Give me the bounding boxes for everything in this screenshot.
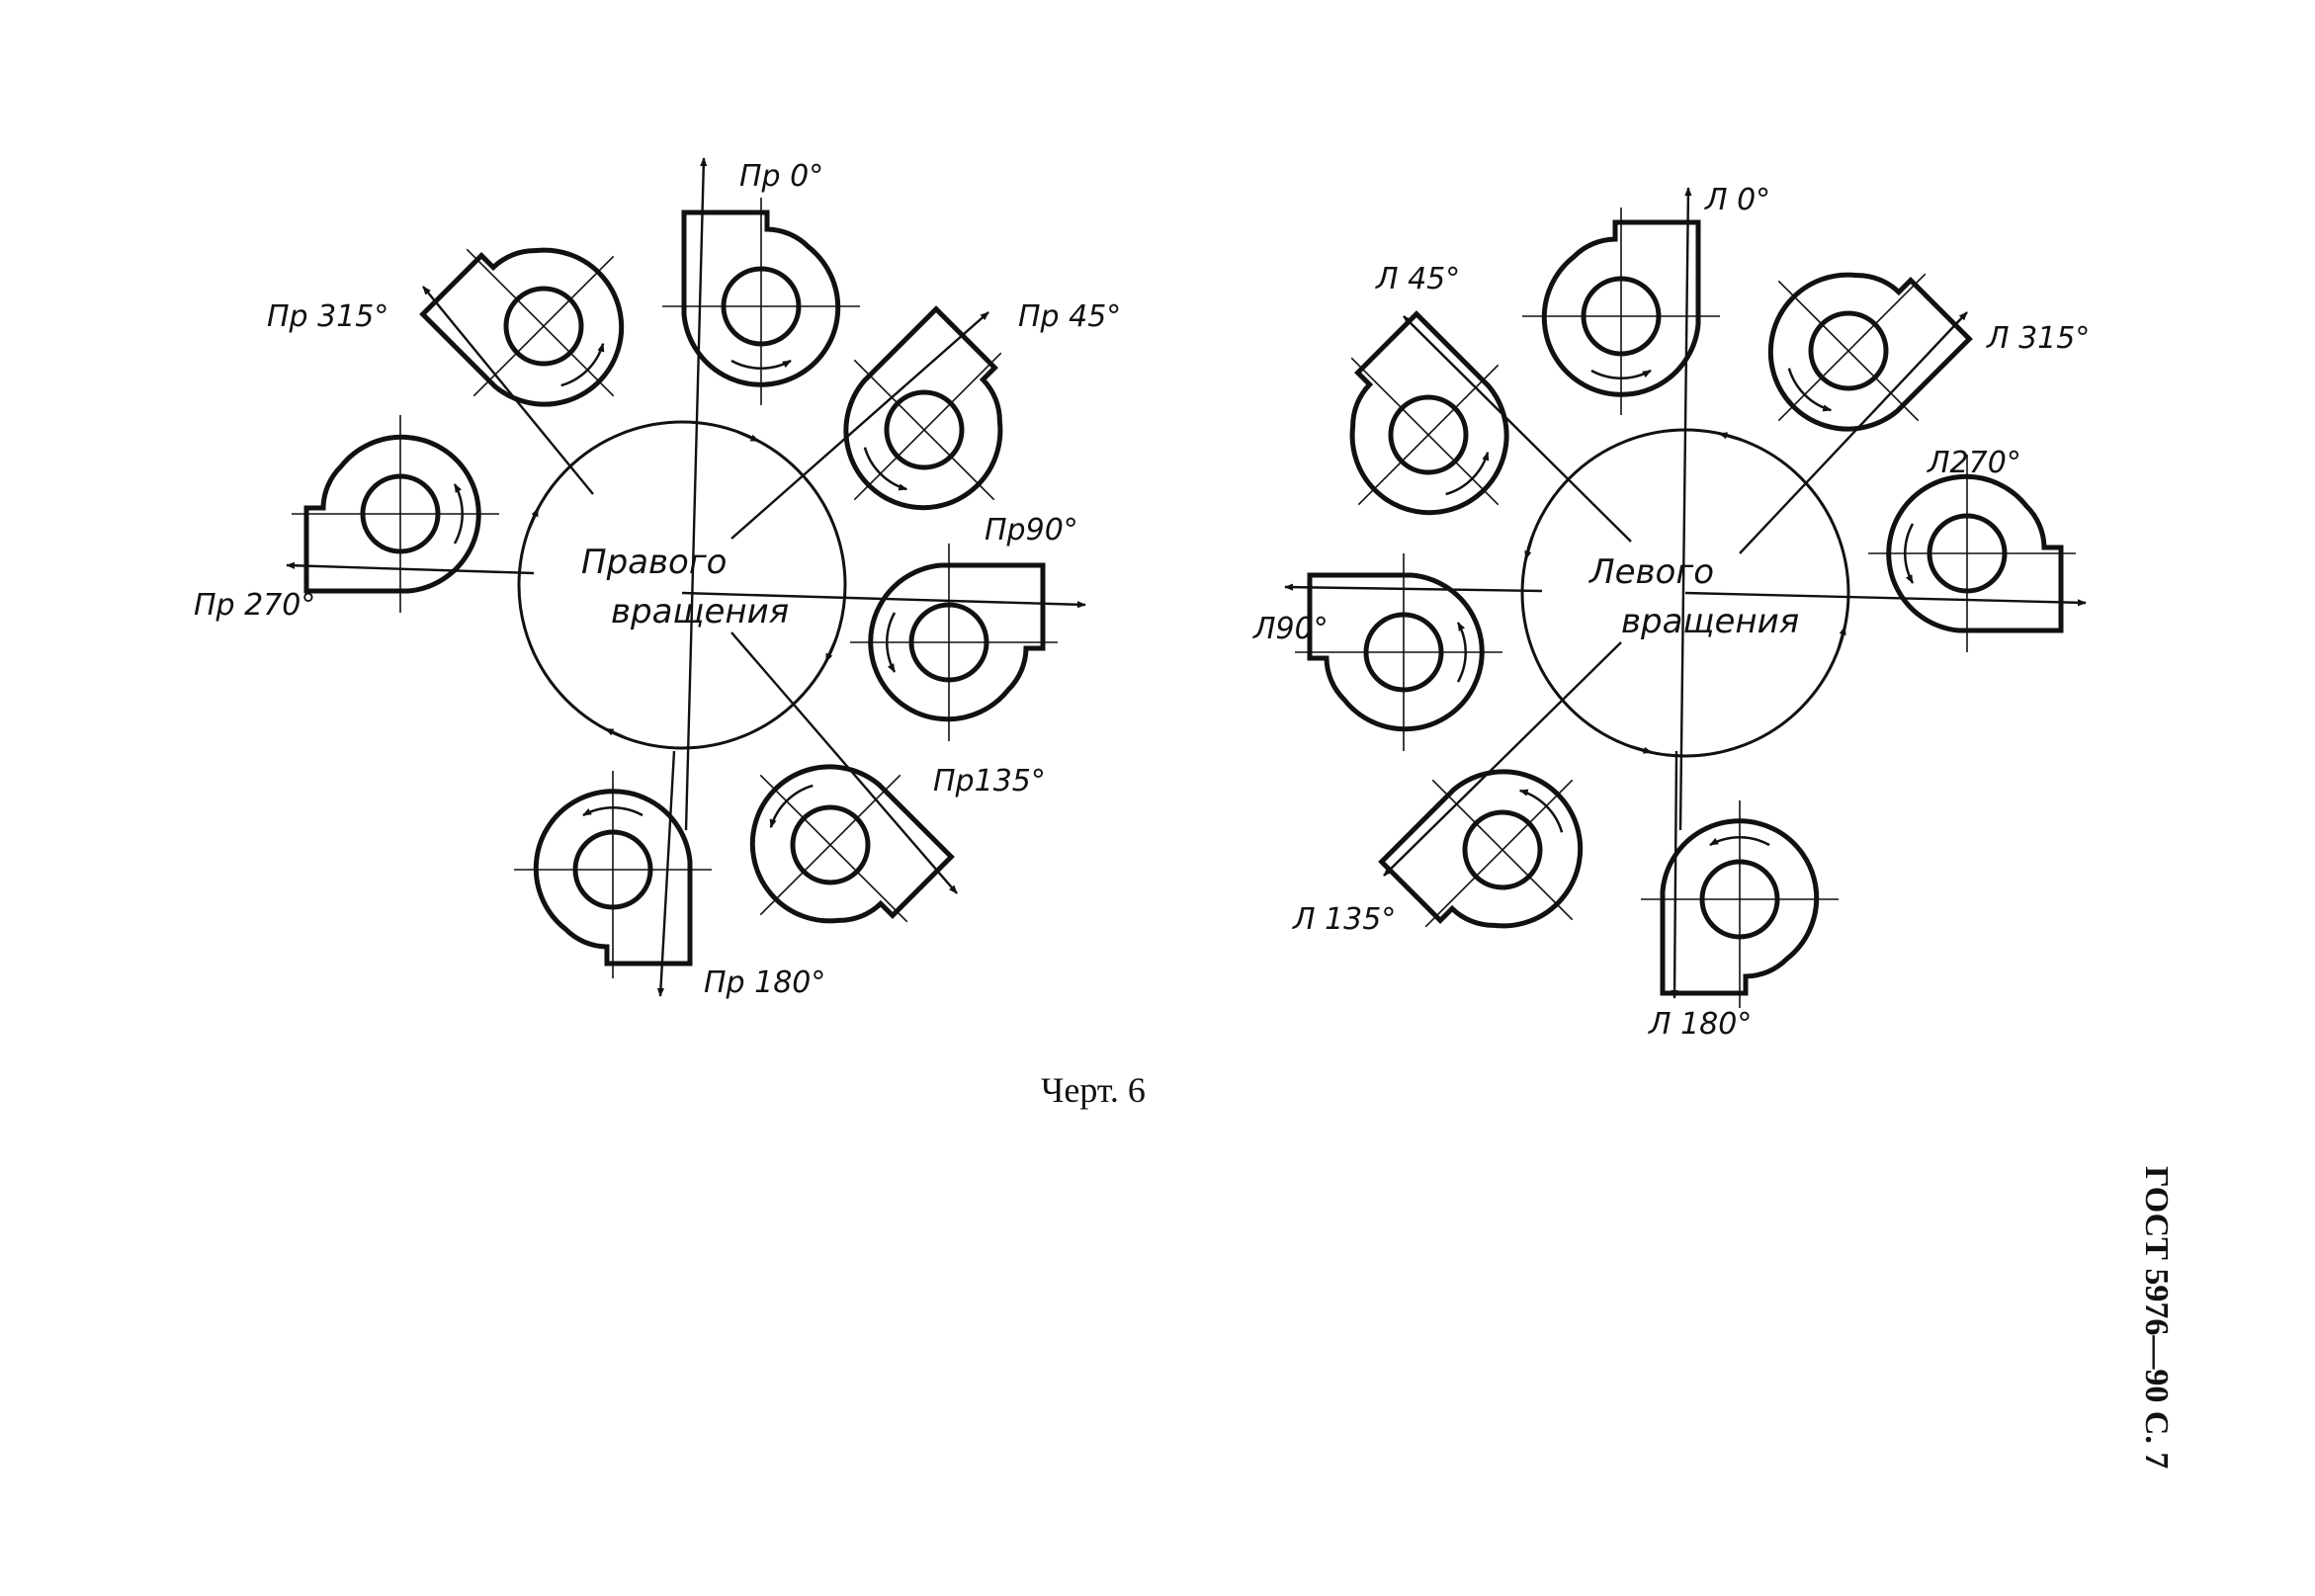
fan-left-180	[1641, 800, 1839, 1008]
ring-direction-arrow	[527, 507, 540, 531]
fan-left-135	[1378, 769, 1584, 929]
center-line-v	[1777, 273, 1927, 422]
fan-housing-outline	[749, 764, 955, 924]
rotation-arrow	[730, 359, 792, 370]
center-line-v	[1424, 779, 1574, 928]
axis-left-45	[1403, 315, 1632, 543]
left-center-label-2: вращения	[1621, 602, 1799, 641]
axis-left-270	[1684, 591, 2087, 607]
ring-direction-arrow	[1524, 537, 1534, 560]
fan-housing-outline	[843, 305, 1003, 511]
fan-housing-outline	[1886, 473, 2064, 633]
axis-right-270	[286, 561, 535, 575]
rotation-arrow	[1445, 451, 1490, 496]
label-left-315: Л 315°	[1986, 321, 2090, 356]
right-center-label-2: вращения	[611, 592, 789, 631]
axis-right-315	[422, 286, 594, 495]
ring-direction-arrow	[604, 727, 628, 740]
axis-left-0	[1678, 187, 1692, 831]
rotation-arrow	[1904, 523, 1915, 584]
fan-right-45	[843, 305, 1003, 511]
side-page-header: ГОСТ 5976—90 С. 7	[2138, 1166, 2175, 1470]
fan-housing-outline	[1541, 219, 1701, 397]
label-right-135: Пр135°	[933, 764, 1046, 798]
rotation-arrow	[1590, 369, 1652, 379]
label-right-315: Пр 315°	[267, 299, 388, 334]
fan-left-0	[1522, 208, 1720, 415]
center-line-v	[759, 774, 908, 923]
axis-left-135	[1383, 641, 1622, 877]
label-left-180: Л 180°	[1648, 1007, 1752, 1042]
label-left-90: Л90°	[1252, 612, 1329, 646]
axis-left-315	[1739, 311, 1968, 554]
center-line-v	[1350, 357, 1500, 506]
fan-housing-outline	[868, 562, 1046, 722]
center-line-v	[466, 248, 615, 397]
right-rotation-group	[286, 157, 1086, 997]
label-right-270: Пр 270°	[194, 588, 315, 623]
rotation-arrow	[1518, 789, 1564, 833]
axis-right-45	[730, 311, 989, 540]
label-left-0: Л 0°	[1704, 183, 1770, 217]
left-rotation-group	[1284, 187, 2087, 1008]
rotation-arrow	[582, 806, 643, 817]
rotation-arrow	[560, 342, 605, 387]
rotation-arrow	[1709, 836, 1770, 847]
label-left-45: Л 45°	[1375, 262, 1460, 296]
fan-housing-outline	[1378, 769, 1584, 929]
label-right-45: Пр 45°	[1018, 299, 1121, 334]
fan-housing-outline	[533, 789, 693, 966]
fan-left-45	[1349, 310, 1509, 516]
label-left-270: Л270°	[1927, 446, 2021, 480]
fan-right-135	[749, 764, 955, 924]
fan-housing-outline	[419, 247, 625, 407]
rotation-arrow	[1456, 622, 1467, 683]
fan-housing-outline	[1767, 272, 1973, 432]
axis-left-180	[1671, 750, 1678, 999]
ring-direction-arrow	[1629, 744, 1653, 754]
label-left-135: Л 135°	[1292, 902, 1396, 937]
rotation-arrow	[863, 447, 908, 491]
rotation-arrow	[453, 483, 464, 545]
fan-left-315	[1767, 272, 1973, 432]
axis-right-180	[656, 750, 676, 997]
label-right-90: Пр90°	[985, 513, 1078, 547]
rotation-arrow	[886, 612, 897, 673]
axis-right-135	[730, 631, 958, 894]
label-right-180: Пр 180°	[704, 966, 825, 1000]
fan-left-90	[1295, 553, 1502, 751]
fan-right-270	[292, 415, 499, 613]
ring-direction-arrow	[736, 430, 760, 443]
fan-right-180	[514, 771, 712, 978]
fan-housing-outline	[303, 434, 481, 594]
ring-direction-arrow	[1837, 626, 1846, 649]
axis-left-90	[1284, 583, 1543, 593]
figure-caption: Черт. 6	[1041, 1070, 1146, 1110]
fan-housing-outline	[1660, 818, 1820, 996]
fan-housing-outline	[1307, 572, 1485, 732]
right-center-label-1: Правого	[581, 543, 728, 582]
axis-right-0	[684, 157, 708, 831]
ring-direction-arrow	[824, 639, 837, 663]
label-right-0: Пр 0°	[739, 159, 823, 194]
ring-direction-arrow	[1718, 432, 1742, 442]
rotation-arrow	[769, 784, 814, 829]
rotation-arrow	[1787, 368, 1833, 412]
fan-housing-outline	[681, 210, 841, 387]
fan-left-270	[1868, 455, 2076, 652]
fan-housing-outline	[1349, 310, 1509, 516]
fan-right-90	[850, 544, 1058, 741]
right-rotation-circle	[517, 420, 847, 750]
left-center-label-1: Левого	[1587, 552, 1714, 592]
center-line-v	[853, 352, 1002, 501]
fan-right-315	[419, 247, 625, 407]
fan-right-0	[662, 198, 860, 405]
